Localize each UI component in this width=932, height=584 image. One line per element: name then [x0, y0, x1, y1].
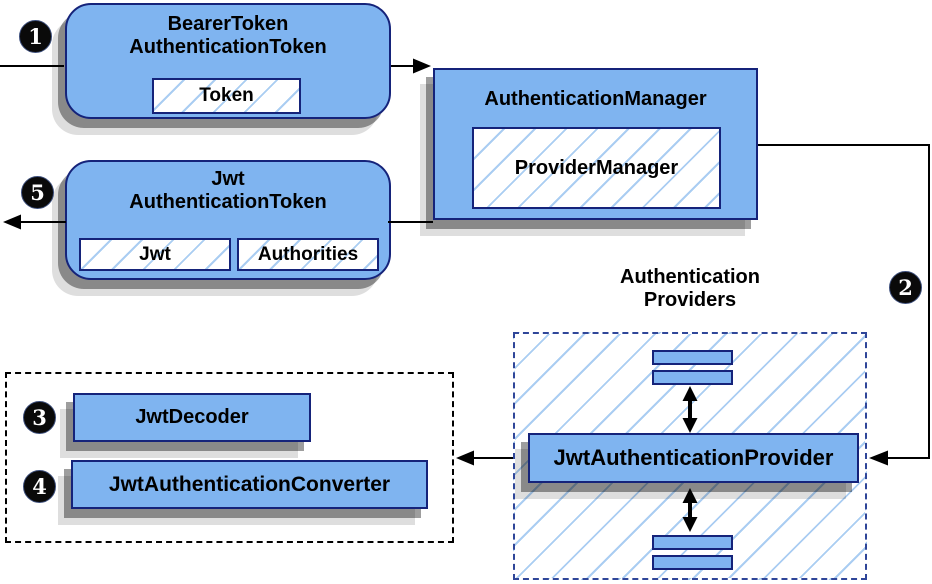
arrowhead-into-jwt-components-group [456, 450, 474, 466]
node-jwt-decoder: JwtDecoder [73, 393, 311, 442]
provider-stub-bar-bottom-2 [652, 555, 733, 570]
arrowhead-into-authentication-manager [413, 58, 431, 74]
jwt-label: Jwt [139, 243, 171, 265]
bearer-token-title-line1: BearerToken [167, 13, 289, 35]
jwt-authentication-converter-label: JwtAuthenticationConverter [108, 472, 391, 496]
provider-stub-bar-top-1 [652, 350, 733, 365]
arrowhead-out-left [3, 214, 21, 230]
node-authentication-manager: AuthenticationManager ProviderManager [433, 68, 758, 220]
arrowhead-into-jwt-authentication-provider [869, 450, 888, 466]
step-badge-1: 1 [19, 20, 52, 53]
authentication-providers-label: Authentication Providers [550, 266, 830, 312]
jwt-components-dashed-group [5, 372, 454, 543]
authentication-providers-label-line1: Authentication [620, 266, 760, 288]
step-badge-2: 2 [889, 271, 922, 304]
step-badge-3: 3 [23, 401, 56, 434]
provider-manager-box: ProviderManager [472, 127, 721, 209]
node-jwt-authentication-token: Jwt AuthenticationToken Jwt Authorities [65, 160, 391, 280]
jwt-authentication-provider-label: JwtAuthenticationProvider [553, 445, 834, 470]
jwt-decoder-label: JwtDecoder [135, 406, 249, 428]
jwt-token-title-line1: Jwt [211, 168, 245, 190]
authentication-manager-title: AuthenticationManager [484, 88, 707, 110]
jwt-box: Jwt [79, 238, 231, 271]
node-jwt-authentication-provider: JwtAuthenticationProvider [528, 433, 859, 483]
node-bearer-token-authentication-token: BearerToken AuthenticationToken Token [65, 3, 391, 119]
authorities-label: Authorities [257, 243, 359, 265]
provider-manager-label: ProviderManager [514, 156, 679, 179]
step-badge-4: 4 [23, 470, 56, 503]
authentication-providers-label-line2: Providers [643, 289, 737, 311]
authorities-box: Authorities [237, 238, 379, 271]
node-jwt-authentication-converter: JwtAuthenticationConverter [71, 460, 428, 509]
token-label: Token [199, 85, 254, 106]
provider-stub-bar-top-2 [652, 370, 733, 385]
step-badge-5: 5 [21, 176, 54, 209]
jwt-token-title-line2: AuthenticationToken [129, 191, 327, 213]
token-box: Token [152, 78, 301, 114]
bearer-token-title-line2: AuthenticationToken [129, 36, 327, 58]
provider-stub-bar-bottom-1 [652, 535, 733, 550]
